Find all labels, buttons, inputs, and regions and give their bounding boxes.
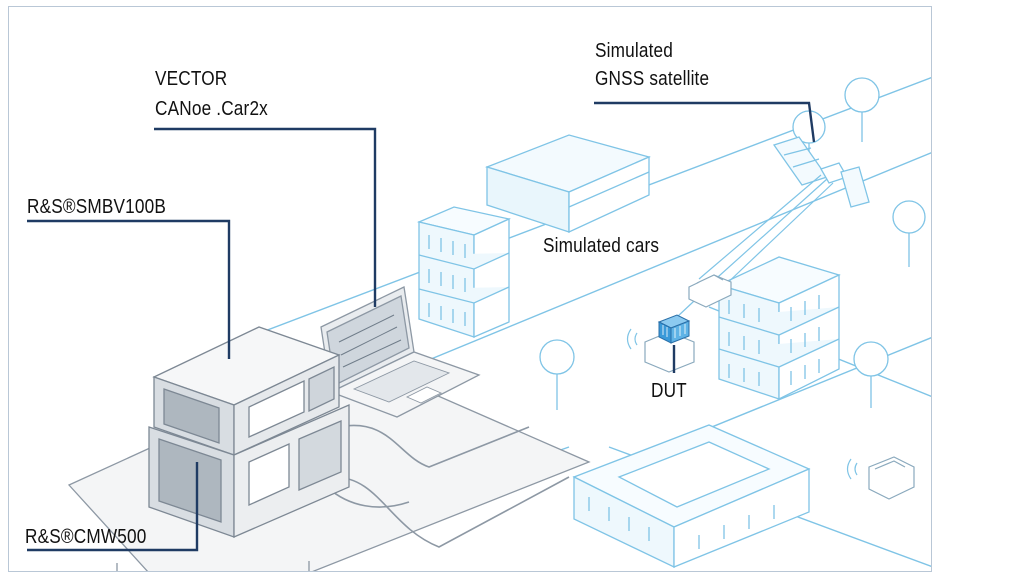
satellite bbox=[772, 136, 870, 208]
dut-device bbox=[657, 314, 691, 344]
tree bbox=[892, 200, 926, 267]
car-bottom-right bbox=[846, 456, 915, 500]
diagram-frame: VECTOR CANoe .Car2x R&S®SMBV100B R&S®CMW… bbox=[8, 6, 932, 572]
cmw500-instrument bbox=[148, 404, 350, 538]
label-dut: DUT bbox=[651, 380, 687, 402]
tree bbox=[539, 339, 575, 410]
callout-lines bbox=[27, 101, 816, 552]
label-cmw500: R&S®CMW500 bbox=[25, 526, 147, 548]
laptop bbox=[320, 286, 481, 418]
building-left bbox=[416, 206, 512, 338]
building-far-box bbox=[485, 134, 651, 234]
label-smbv100b: R&S®SMBV100B bbox=[27, 196, 167, 218]
smbv100b-instrument bbox=[152, 326, 341, 457]
scene bbox=[27, 77, 931, 571]
building-courtyard bbox=[572, 424, 811, 569]
label-gnss-line2: GNSS satellite bbox=[595, 68, 710, 90]
label-vector-line1: VECTOR bbox=[155, 68, 228, 90]
label-vector-line2: CANoe .Car2x bbox=[155, 98, 268, 120]
simulated-car bbox=[688, 274, 732, 308]
label-simulated-cars: Simulated cars bbox=[543, 235, 660, 257]
tree bbox=[844, 77, 880, 142]
label-vector: VECTOR CANoe .Car2x bbox=[155, 67, 268, 121]
radio-beams bbox=[676, 174, 834, 318]
tree bbox=[853, 341, 889, 408]
label-gnss-line1: Simulated bbox=[595, 40, 674, 62]
label-gnss: Simulated GNSS satellite bbox=[595, 39, 709, 91]
building-right bbox=[717, 256, 841, 401]
